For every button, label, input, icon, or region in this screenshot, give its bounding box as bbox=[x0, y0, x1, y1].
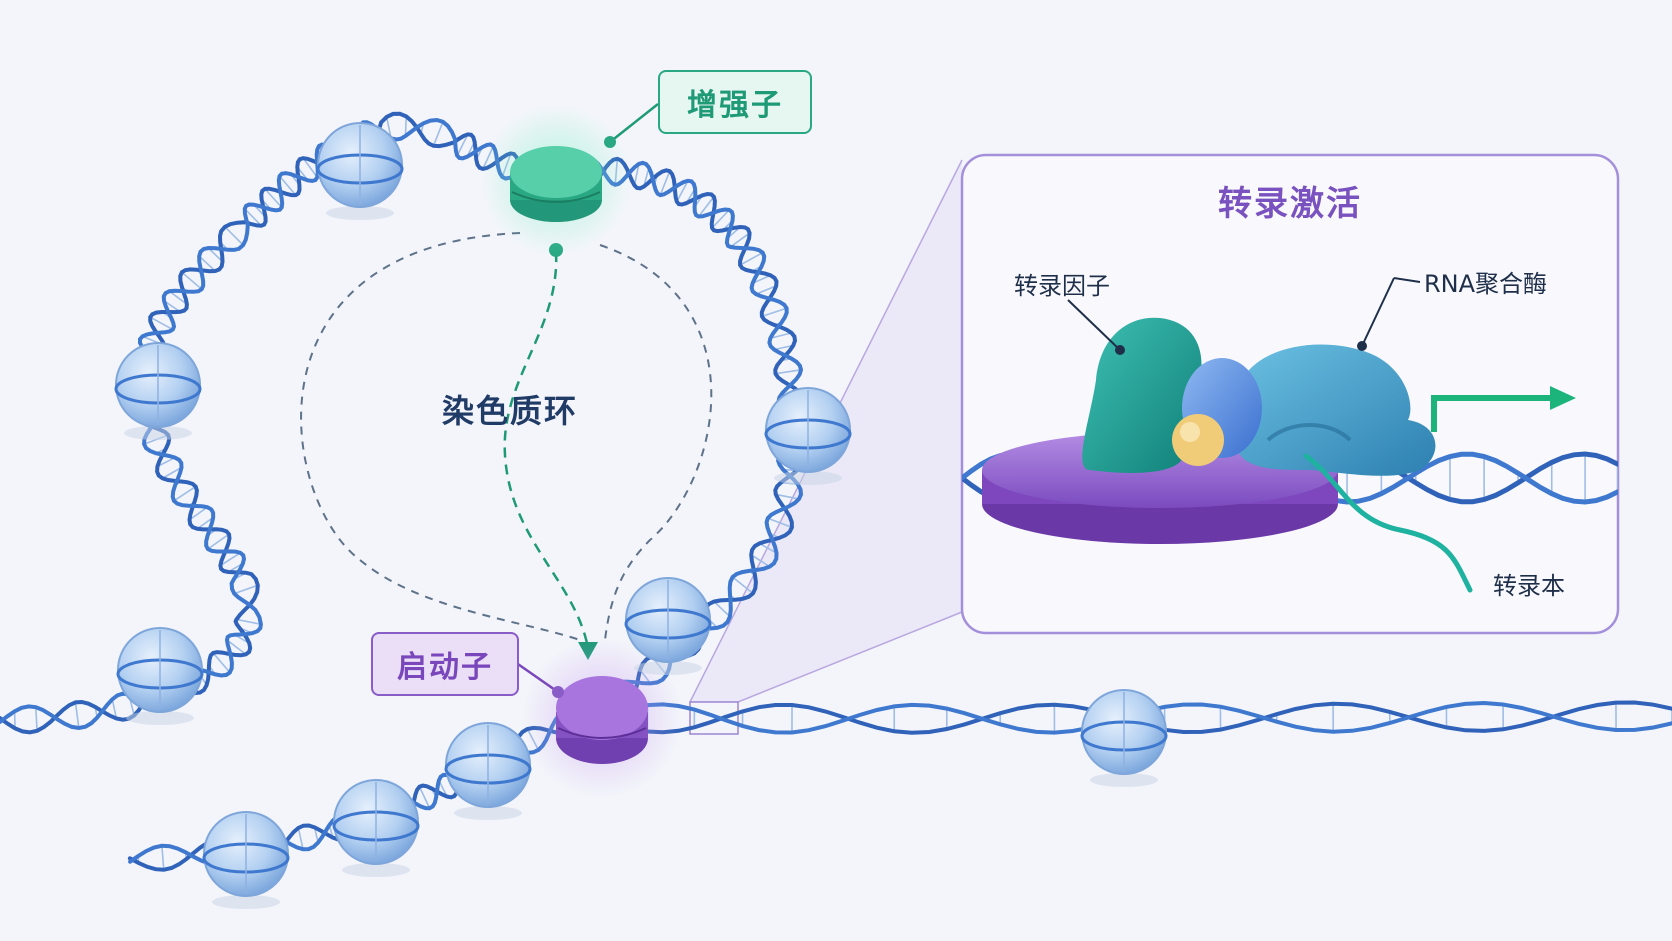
tf-leader-dot bbox=[1115, 345, 1125, 355]
enhancer-leader bbox=[609, 103, 659, 143]
loop-dna-base-pair bbox=[758, 542, 777, 554]
loop-dna-base-pair bbox=[404, 116, 408, 137]
loop-dna-base-pair bbox=[236, 618, 262, 626]
lower-dna-base-pair bbox=[161, 845, 165, 870]
loop-dna-base-pair bbox=[173, 485, 197, 502]
loop-dna-base-pair bbox=[264, 188, 283, 208]
nucleosome-icon bbox=[1080, 689, 1168, 787]
contact-arrow-path bbox=[503, 251, 590, 649]
nucleosome-shadow bbox=[774, 471, 842, 485]
promoter-leader bbox=[514, 660, 559, 694]
loop-dna-base-pair bbox=[698, 196, 715, 218]
loop-dna-base-pair bbox=[207, 247, 224, 263]
nucleosome-icon bbox=[116, 627, 204, 725]
loop-dna-base-pair bbox=[676, 180, 689, 203]
loop-dna-base-pair bbox=[74, 702, 80, 729]
nucleosome-icon bbox=[316, 122, 404, 220]
rna-polymerase-label: RNA聚合酶 bbox=[1424, 270, 1548, 298]
loop-guide-right bbox=[599, 244, 713, 641]
nucleosome-shadow bbox=[1090, 773, 1158, 787]
loop-dna-base-pair bbox=[219, 552, 241, 567]
promoter-icon bbox=[556, 676, 648, 764]
nucleosome-shadow bbox=[634, 661, 702, 675]
loop-dna-base-pair bbox=[732, 576, 754, 594]
loop-dna-base-pair bbox=[224, 226, 244, 246]
loop-dna-base-pair bbox=[207, 533, 230, 550]
chromatin-loop-label: 染色质环 bbox=[441, 392, 578, 430]
loop-dna-base-pair bbox=[767, 517, 793, 529]
nucleosome-shadow bbox=[124, 426, 192, 440]
loop-dna-base-pair bbox=[633, 163, 640, 186]
loop-dna-base-pair bbox=[761, 307, 787, 318]
loop-dna-base-pair bbox=[226, 639, 247, 655]
loop-dna-base-pair bbox=[278, 175, 297, 196]
promoter-label: 启动子 bbox=[371, 632, 519, 696]
nucleosome-icon bbox=[114, 342, 202, 440]
loop-dna-base-pair bbox=[750, 554, 771, 568]
loop-dna-base-pair bbox=[775, 493, 800, 500]
transcription-factor-label: 转录因子 bbox=[1014, 272, 1110, 300]
loop-dna-base-pair bbox=[713, 600, 731, 618]
transcript-rna-strand bbox=[1303, 453, 1473, 593]
loop-dna-base-pair bbox=[456, 134, 469, 156]
transcript-label: 转录本 bbox=[1493, 572, 1565, 600]
nucleosome-icon bbox=[202, 811, 290, 909]
loop-dna-base-pair bbox=[189, 506, 208, 521]
loop-dna-base-pair bbox=[162, 466, 182, 479]
loop-dna-base-pair bbox=[302, 157, 318, 178]
enhancer-label: 增强子 bbox=[658, 70, 812, 134]
nucleosome-icon bbox=[444, 722, 532, 820]
lower-dna-base-pair bbox=[297, 827, 304, 850]
loop-dna-base-pair bbox=[432, 121, 444, 147]
loop-dna-base-pair bbox=[755, 285, 777, 295]
lower-dna-base-pair bbox=[418, 786, 431, 809]
rnap-leader-dot bbox=[1357, 341, 1367, 351]
loop-dna-base-pair bbox=[212, 652, 231, 674]
zoom-source-box bbox=[689, 701, 739, 735]
rna-polymerase-icon bbox=[1232, 344, 1436, 476]
nucleosome-shadow bbox=[212, 895, 280, 909]
loop-dna-base-pair bbox=[234, 584, 259, 595]
loop-dna-base-pair bbox=[34, 707, 38, 731]
enhancer-icon bbox=[510, 146, 602, 222]
inset-title: 转录激活 bbox=[1218, 184, 1362, 224]
rnap-leader-a bbox=[1393, 277, 1421, 283]
loop-dna-base-pair bbox=[739, 251, 764, 266]
tf-leader bbox=[1067, 299, 1121, 351]
loop-dna-base-pair bbox=[711, 209, 730, 229]
loop-dna-base-pair bbox=[149, 316, 174, 331]
loop-dna-base-pair bbox=[181, 271, 203, 290]
loop-dna-base-pair bbox=[773, 344, 794, 351]
loop-dna-base-pair bbox=[770, 332, 792, 340]
loop-dna-base-pair bbox=[168, 290, 188, 305]
transcription-factor-icon bbox=[1082, 317, 1202, 473]
nucleosome-icon bbox=[764, 387, 852, 485]
loop-dna-base-pair bbox=[157, 456, 176, 468]
enhancer-leader-dot bbox=[604, 136, 616, 148]
cofactor-yellow-icon bbox=[1172, 414, 1224, 466]
loop-dna-base-pair bbox=[752, 274, 771, 285]
loop-dna-base-pair bbox=[196, 516, 214, 530]
nucleosome-icon bbox=[624, 577, 712, 675]
loop-dna-base-pair bbox=[198, 255, 216, 272]
loop-dna-base-pair bbox=[659, 170, 671, 196]
nucleosome-shadow bbox=[342, 863, 410, 877]
promoter-leader-dot bbox=[552, 686, 564, 698]
nucleosome-shadow bbox=[126, 711, 194, 725]
nucleosome-layer bbox=[114, 122, 1168, 909]
loop-dna-base-pair bbox=[111, 699, 118, 719]
nucleosome-icon bbox=[332, 779, 420, 877]
loop-dna-base-pair bbox=[244, 208, 262, 227]
rnap-leader-b bbox=[1361, 277, 1395, 347]
loop-dna-base-pair bbox=[729, 232, 751, 248]
nucleosome-shadow bbox=[454, 806, 522, 820]
nucleosome-shadow bbox=[326, 206, 394, 220]
zoom-line-bottom bbox=[737, 611, 963, 703]
loop-dna-base-pair bbox=[775, 369, 802, 375]
transcription-start-arrow-icon bbox=[1431, 386, 1576, 432]
loop-guide-left bbox=[300, 232, 581, 641]
